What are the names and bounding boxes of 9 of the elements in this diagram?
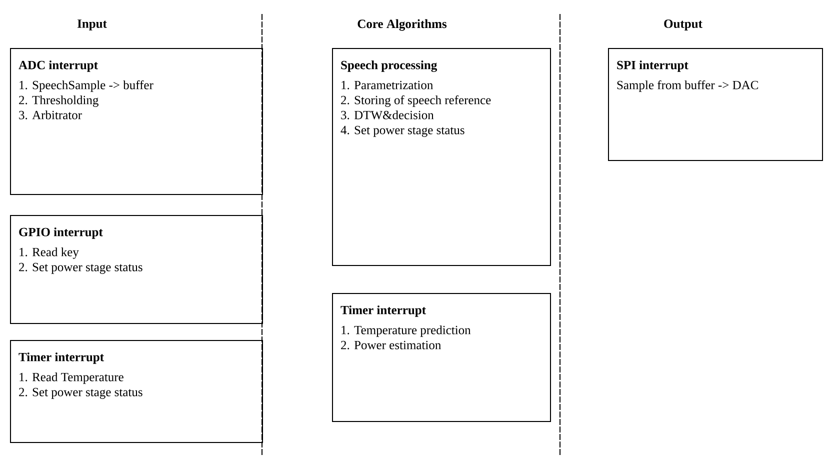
process-box: GPIO interrupt 1. Read key 2. Set power stage status (10, 215, 263, 324)
column-heading: Input (78, 20, 107, 30)
process-box: Speech processing 1. Parametrization 2. Storing of speech reference 3. DTW&decision 4. Set power stage status (332, 48, 551, 266)
process-box: SPI interrupt Sample from buffer -> DAC (608, 48, 823, 161)
process-box: Timer interrupt 1. Read Temperature 2. Set power stage status (10, 340, 263, 443)
column-heading: Core Algorithms (358, 19, 447, 31)
process-box: ADC interrupt 1. SpeechSample -> buffer 2. Thresholding 3. Arbitrator (10, 48, 263, 195)
column-heading: Output (664, 20, 702, 30)
process-box: Timer interrupt 1. Temperature prediction 2. Power estimation (332, 293, 551, 422)
